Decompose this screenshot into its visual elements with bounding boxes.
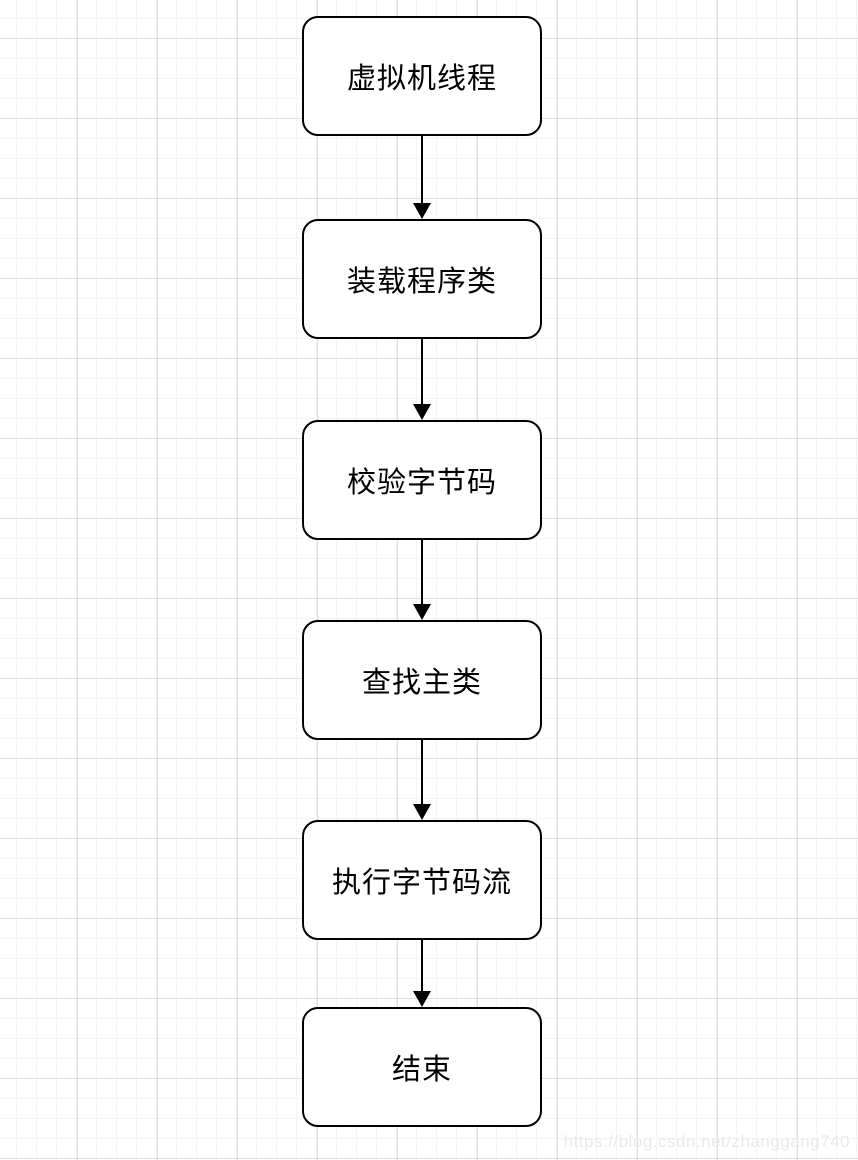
flow-node-exec-bytecode: 执行字节码流 bbox=[302, 820, 542, 940]
connector-3 bbox=[412, 540, 432, 620]
connector-2 bbox=[412, 339, 432, 420]
connector-4 bbox=[412, 740, 432, 820]
connector-line bbox=[421, 540, 423, 610]
connector-5 bbox=[412, 940, 432, 1007]
connector-line bbox=[421, 339, 423, 410]
arrowhead-down-icon bbox=[413, 404, 431, 420]
flow-node-label: 查找主类 bbox=[361, 667, 482, 699]
connector-line bbox=[421, 940, 423, 997]
connector-1 bbox=[412, 136, 432, 219]
connector-line bbox=[421, 740, 423, 810]
flow-node-verify-bytecode: 校验字节码 bbox=[302, 420, 542, 540]
flow-node-label: 装载程序类 bbox=[346, 266, 497, 298]
connector-line bbox=[421, 136, 423, 209]
watermark: https://blog.csdn.net/zhanggang740 bbox=[563, 1132, 850, 1151]
arrowhead-down-icon bbox=[413, 991, 431, 1007]
flow-node-end: 结束 bbox=[302, 1007, 542, 1127]
flow-node-label: 虚拟机线程 bbox=[346, 63, 497, 95]
flow-node-label: 结束 bbox=[391, 1054, 452, 1086]
arrowhead-down-icon bbox=[413, 604, 431, 620]
flow-node-load-class: 装载程序类 bbox=[302, 219, 542, 339]
arrowhead-down-icon bbox=[413, 804, 431, 820]
flow-node-vm-thread: 虚拟机线程 bbox=[302, 16, 542, 136]
flow-node-label: 执行字节码流 bbox=[331, 867, 512, 899]
flow-node-find-main-class: 查找主类 bbox=[302, 620, 542, 740]
arrowhead-down-icon bbox=[413, 203, 431, 219]
flow-node-label: 校验字节码 bbox=[346, 467, 497, 499]
